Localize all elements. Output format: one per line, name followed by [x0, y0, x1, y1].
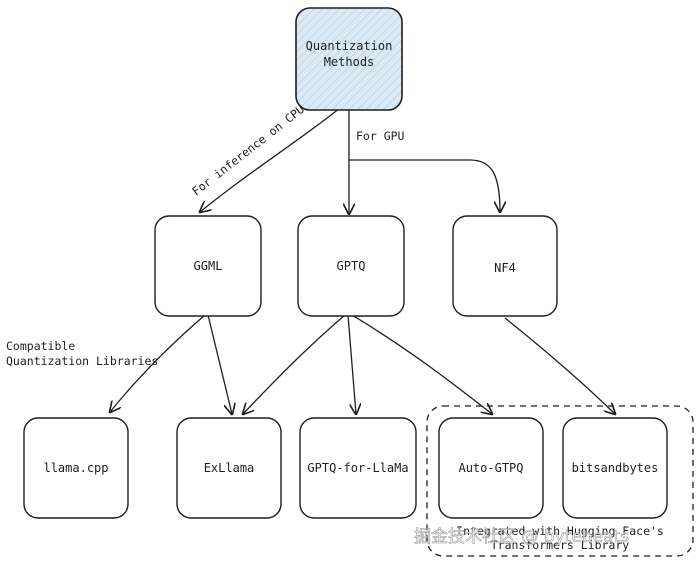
node-llamacpp-box [23, 417, 129, 519]
node-autogptq-label: Auto-GTPQ [458, 461, 523, 475]
node-exllama-label: ExLlama [204, 461, 255, 475]
edge-gptq-autogptq [351, 314, 492, 414]
node-gptq-label: GPTQ [337, 259, 366, 273]
text-line: Quantization Libraries [6, 354, 158, 368]
node-bitsandbytes-label: bitsandbytes [572, 461, 659, 475]
node-nf4-label: NF4 [494, 261, 516, 275]
text-line: Transformers Library [491, 538, 630, 552]
node-llamacpp-label: llama.cpp [43, 461, 108, 475]
edge-ggml-llamacpp [110, 314, 206, 412]
edge-nf4-bitsandbytes [504, 317, 615, 414]
text-line: Methods [324, 55, 375, 69]
node-ggml-box [154, 215, 262, 317]
edge-gptq-gptqforllama [347, 314, 356, 414]
text-line: Integrated with Hugging Face's [456, 524, 664, 538]
node-autogptq-box [438, 417, 544, 519]
edge-gptq-exllama [243, 314, 346, 414]
text-line: Quantization [306, 39, 393, 53]
node-ggml-label: GGML [194, 259, 223, 273]
text-line: Compatible [6, 339, 75, 353]
node-nf4-box [452, 215, 558, 317]
watermark: 掘金技术社区 @ bytebeats [414, 527, 629, 547]
node-root-box [295, 7, 403, 111]
transformers-group [426, 405, 694, 557]
node-bitsandbytes-box [562, 417, 668, 519]
edge-root-nf4 [349, 159, 500, 212]
edge-label-gpu: For GPU [356, 129, 405, 143]
edge-root-ggml [200, 107, 341, 212]
node-exllama-box [176, 417, 282, 519]
node-gptqforllama-box [299, 417, 417, 519]
edge-ggml-exllama [207, 314, 232, 414]
node-gptqforllama-label: GPTQ-for-LlaMa [307, 461, 408, 475]
edge-label-cpu: For inference on CPU [189, 102, 307, 198]
node-gptq-box [297, 215, 405, 317]
